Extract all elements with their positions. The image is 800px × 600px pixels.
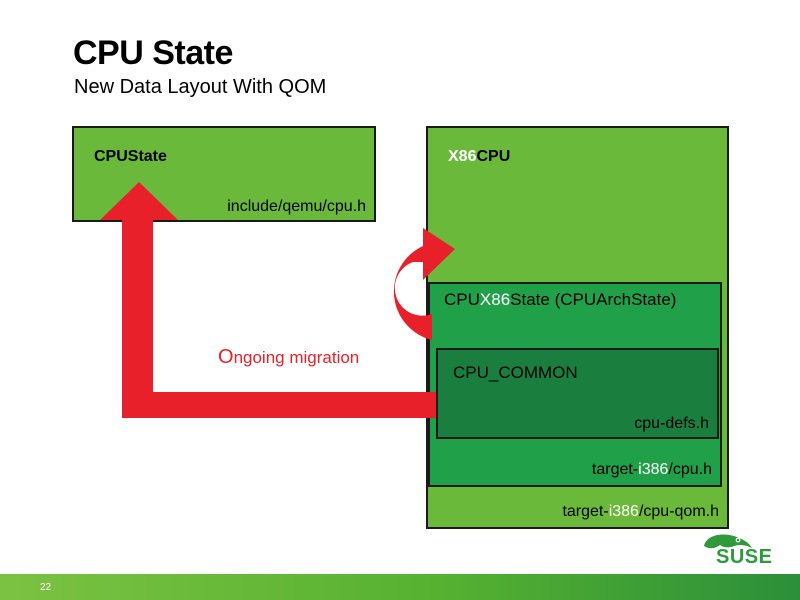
cpux86state-file-suffix: /cpu.h [668,461,712,478]
curved-arrow [393,228,455,340]
cpux86state-label: CPUX86State (CPUArchState) [444,290,676,310]
x86cpu-label: X86CPU [448,148,510,166]
migration-arrow [100,182,436,418]
cpu-common-box: CPU_COMMON cpu-defs.h [436,348,719,439]
cpux86state-label-rest: State (CPUArchState) [510,290,677,309]
cpux86state-file-arch: i386 [638,461,669,478]
slide-subtitle: New Data Layout With QOM [74,76,327,98]
cpu-common-file-label: cpu-defs.h [634,415,709,432]
x86cpu-label-cpu: CPU [476,148,511,165]
x86cpu-file-prefix: target- [562,503,609,520]
cpux86state-file-label: target-i386/cpu.h [592,461,712,479]
migration-label-rest: ngoing migration [233,348,360,367]
migration-label: Ongoing migration [218,346,359,369]
footer-bar [0,574,800,600]
migration-label-initial: O [218,346,234,368]
cpux86state-label-cpu: CPU [444,290,480,309]
x86cpu-label-x86: X86 [448,148,477,165]
suse-logo: SUSE [716,546,773,568]
cpux86state-label-x86: X86 [479,290,511,309]
x86cpu-file-label: target-i386/cpu-qom.h [562,503,719,521]
page-number: 22 [40,582,52,593]
cpustate-file-label: include/qemu/cpu.h [227,198,366,215]
slide-title: CPU State [73,34,233,72]
x86cpu-file-suffix: /cpu-qom.h [638,503,719,520]
suse-chameleon-icon [704,534,752,549]
x86cpu-file-arch: i386 [608,503,639,520]
cpu-common-label: CPU_COMMON [453,363,578,382]
cpux86state-file-prefix: target- [591,461,639,478]
cpustate-label: CPUState [94,148,167,165]
